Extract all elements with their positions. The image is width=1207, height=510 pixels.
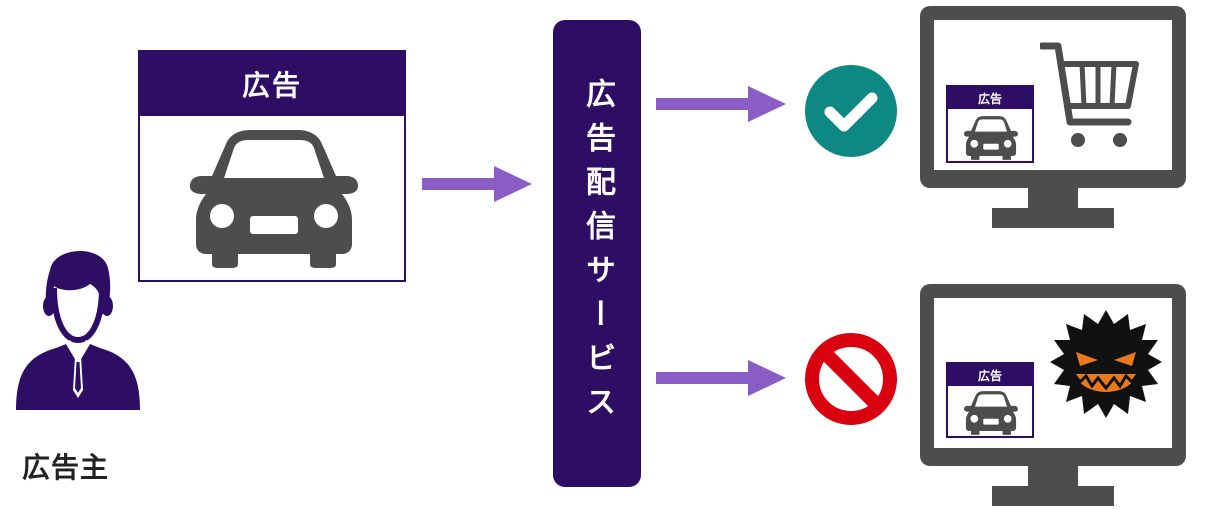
check-circle-icon [805,65,897,157]
car-icon [190,130,358,268]
car-icon [964,116,1018,160]
ad-card-header: 広告 [140,52,404,116]
prohibited-icon [805,333,897,425]
mini-ad-header: 広告 [948,87,1032,109]
ad-delivery-service: 広告配信サービス [553,20,641,487]
malware-monster-icon [1050,310,1162,418]
ad-card: 広告 [138,50,406,282]
mini-ad-header: 広告 [948,364,1032,386]
shopping-cart-icon [1040,42,1139,147]
arrow-right-icon [422,166,532,202]
arrow-right-icon [656,360,786,396]
ad-delivery-service-label: 広告配信サービス [580,77,615,430]
advertiser-label: 広告主 [22,451,110,484]
mini-ad-card: 広告 [946,85,1034,163]
arrow-right-icon [656,86,786,122]
mini-ad-card: 広告 [946,362,1034,438]
car-icon [964,391,1018,435]
advertiser-person-icon [16,250,140,410]
